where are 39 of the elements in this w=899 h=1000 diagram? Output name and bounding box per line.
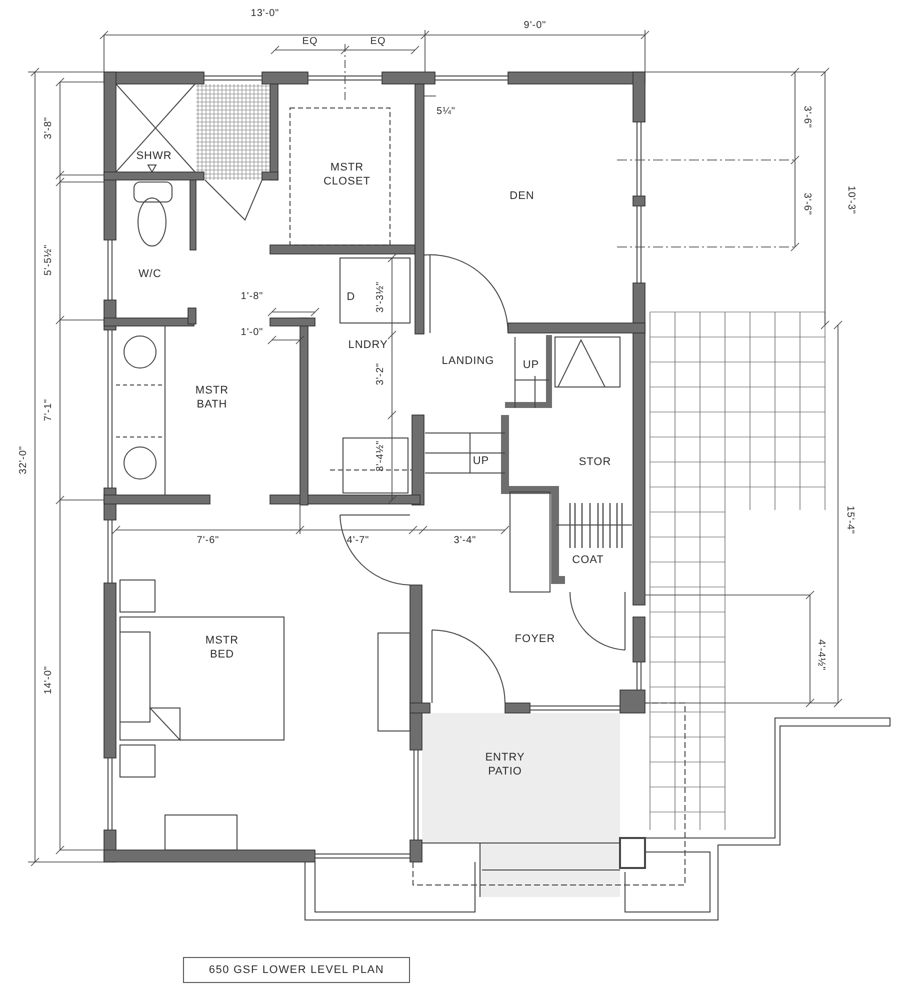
dimension-label: 1'-0" xyxy=(240,326,264,340)
dimension-label: 3'-8" xyxy=(42,116,55,140)
dimension-label: EQ xyxy=(302,36,318,48)
room-label: UP xyxy=(472,455,490,469)
room-label: STOR xyxy=(578,456,612,470)
dimension-label: 3'-4" xyxy=(454,534,476,548)
room-label: W/C xyxy=(138,268,162,282)
dimension-label: EQ xyxy=(370,36,386,48)
room-label: LNDRY xyxy=(348,339,388,353)
dimension-label: 3'-4½" xyxy=(374,440,387,472)
dimension-label: 3'-6" xyxy=(800,192,812,216)
dimension-label: 4'-7" xyxy=(346,534,370,548)
dimension-label: 4'-4½" xyxy=(814,639,826,671)
dimension-label: 14'-0" xyxy=(42,666,55,694)
dimension-label: 5¼" xyxy=(436,106,456,118)
dimension-label: 10'-3" xyxy=(844,186,856,214)
dimension-label: 3'-3½" xyxy=(374,281,387,313)
dimension-label: 9'-0" xyxy=(524,20,546,32)
dimension-label: 32'-0" xyxy=(18,446,30,474)
dimension-label: 13'-0" xyxy=(250,8,280,20)
room-label: FOYER xyxy=(514,633,556,647)
dimension-label: 5'-5½" xyxy=(42,244,55,276)
room-label: MSTR BED xyxy=(204,634,240,662)
dimension-label: 15'-4" xyxy=(843,506,856,534)
room-label: COAT xyxy=(572,554,604,568)
dimension-label: 3'-6" xyxy=(800,106,812,128)
dimension-label: 1'-8" xyxy=(240,290,264,304)
room-label: DEN xyxy=(510,190,534,204)
dimension-label: 7'-6" xyxy=(196,534,220,548)
room-label: SHWR xyxy=(136,150,172,164)
room-label: MSTR BATH xyxy=(194,384,230,412)
dimension-label: 3'-2" xyxy=(374,362,387,386)
room-label: ENTRY PATIO xyxy=(484,751,526,779)
dimension-label: 7'-1" xyxy=(42,398,55,422)
room-label: LANDING xyxy=(442,355,494,369)
room-label: UP xyxy=(522,359,540,373)
room-label: MSTR CLOSET xyxy=(322,161,372,189)
room-label: D xyxy=(346,291,356,305)
plan-caption: 650 GSF LOWER LEVEL PLAN xyxy=(183,957,410,983)
